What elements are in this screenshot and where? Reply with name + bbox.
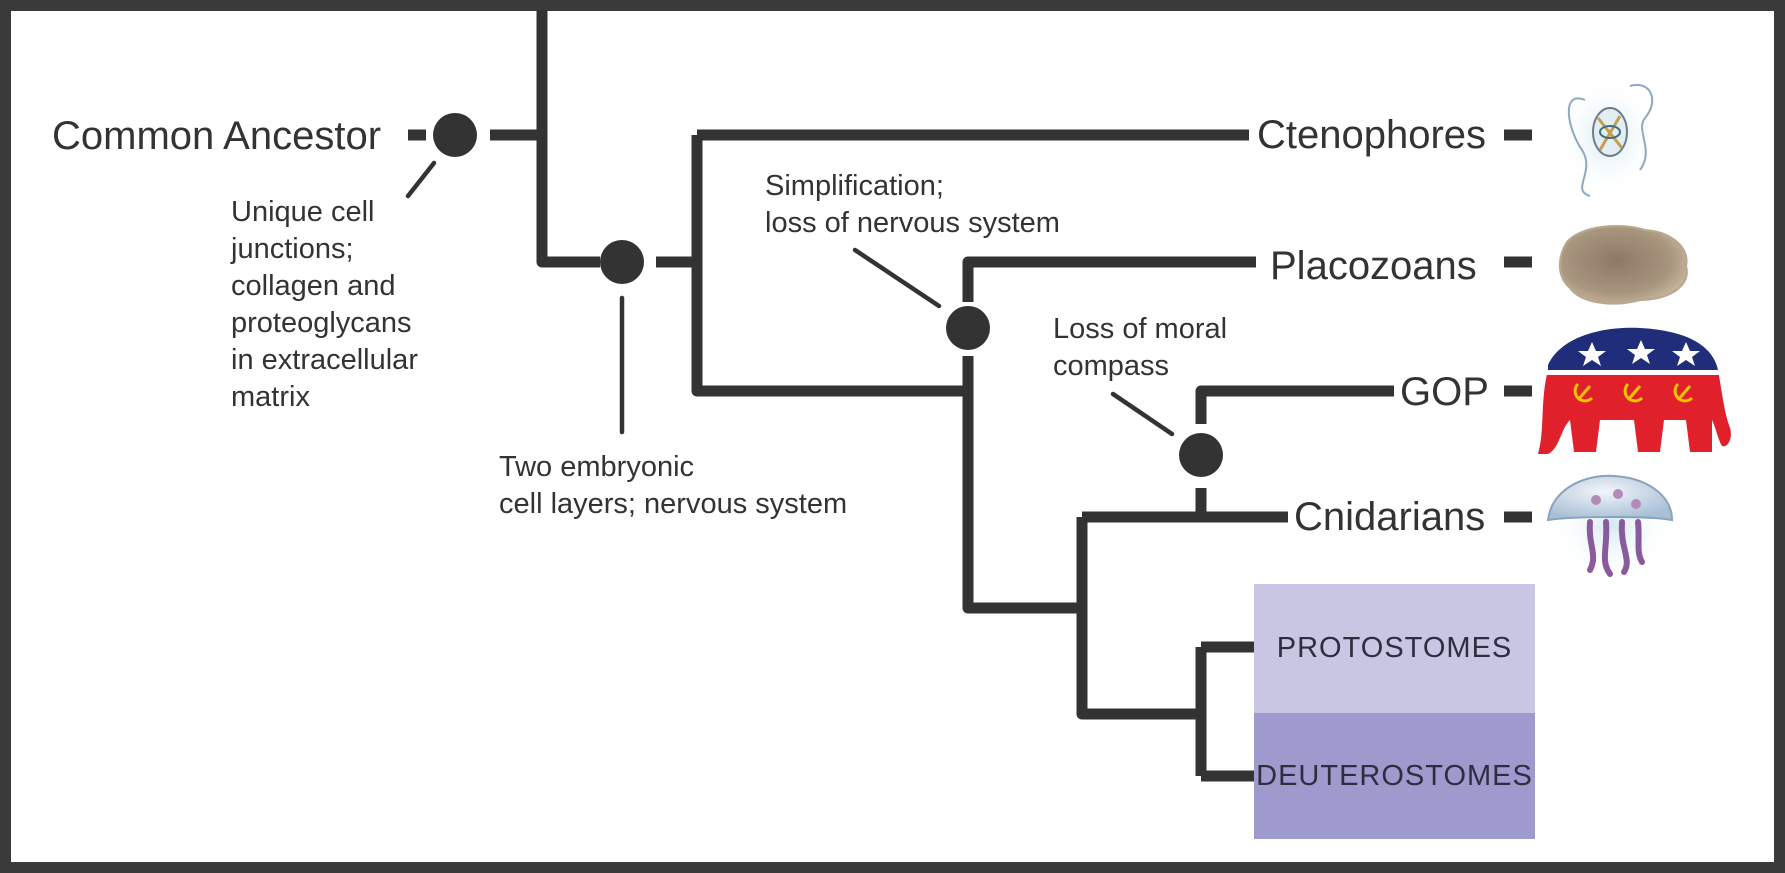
node1-annotation-line: collagen and xyxy=(231,270,396,302)
comb-jelly-icon xyxy=(1556,77,1660,197)
node-1-dot xyxy=(433,113,477,157)
elephant-hammer-sickle-icon xyxy=(1538,327,1731,454)
taxon-deuterostomes-label: DEUTEROSTOMES xyxy=(1256,759,1533,792)
node1-annotation-line: matrix xyxy=(231,381,310,413)
root-stem xyxy=(536,10,600,268)
node4-annotation: Loss of moral compass xyxy=(1053,311,1227,385)
node3-leader xyxy=(852,247,942,309)
taxon-gop-label: GOP xyxy=(1400,370,1489,414)
tree-branches xyxy=(408,10,1532,782)
annotation-leaders xyxy=(405,160,1175,437)
taxon-cnidarians-label: Cnidarians xyxy=(1294,495,1486,539)
node-3-dot xyxy=(946,306,990,350)
node1-annotation-line: proteoglycans xyxy=(231,307,412,339)
node4-annotation-line: Loss of moral xyxy=(1053,313,1228,345)
gop-branch xyxy=(1195,385,1394,424)
node1-annotation: Unique cell junctions; collagen and prot… xyxy=(231,194,418,416)
node1-annotation-line: Unique cell xyxy=(231,196,375,228)
taxon-deuterostomes-box: DEUTEROSTOMES xyxy=(1254,713,1535,839)
node2-annotation-line: cell layers; nervous system xyxy=(499,488,848,520)
node4-annotation-line: compass xyxy=(1053,350,1170,382)
taxon-ctenophores-label: Ctenophores xyxy=(1257,113,1487,157)
split-bracket-a xyxy=(691,135,968,397)
node2-annotation-line: Two embryonic xyxy=(499,451,695,483)
common-ancestor-label: Common Ancestor xyxy=(52,114,382,158)
node1-annotation-line: in extracellular xyxy=(231,344,418,376)
node3-annotation: Simplification; loss of nervous system xyxy=(765,168,1060,242)
node3-annotation-line: Simplification; xyxy=(765,170,944,202)
jellyfish-icon xyxy=(1546,467,1674,583)
placozoan-icon xyxy=(1539,215,1689,319)
taxon-protostomes-box: PROTOSTOMES xyxy=(1254,584,1535,713)
cnid-bracket xyxy=(1076,517,1201,720)
node1-leader xyxy=(405,160,437,199)
tree-nodes xyxy=(433,113,1223,477)
node3-annotation-line: loss of nervous system xyxy=(765,207,1060,239)
node2-annotation: Two embryonic cell layers; nervous syste… xyxy=(499,449,847,523)
node-2-dot xyxy=(600,240,644,284)
node4-leader xyxy=(1110,391,1175,437)
node1-annotation-line: junctions; xyxy=(231,233,354,265)
node-4-dot xyxy=(1179,433,1223,477)
placozoans-branch xyxy=(962,256,1256,302)
taxon-protostomes-label: PROTOSTOMES xyxy=(1276,632,1513,664)
taxon-placozoans-label: Placozoans xyxy=(1270,244,1477,288)
node3-stem xyxy=(962,356,1082,614)
